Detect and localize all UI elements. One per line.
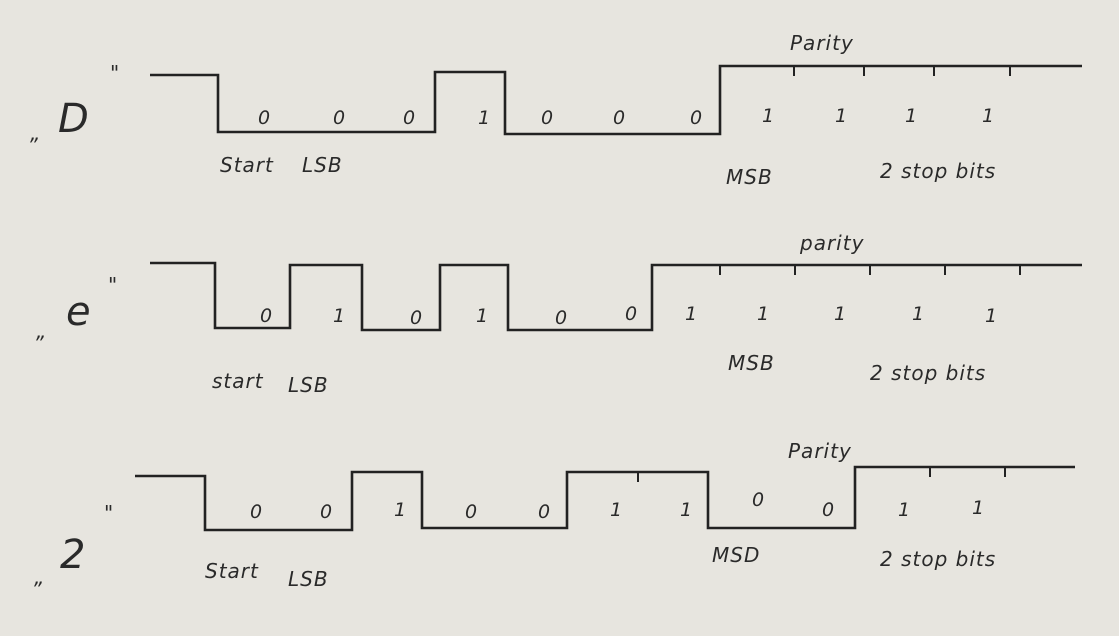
row-e-lsb-label: LSB bbox=[288, 373, 329, 397]
row-d-bit-4: 0 bbox=[541, 107, 553, 129]
row-e-name: e bbox=[66, 289, 91, 335]
row-2-msb-label: MSD bbox=[712, 543, 760, 567]
row-2-bit-4: 0 bbox=[538, 501, 550, 523]
row-e-parity-label: parity bbox=[799, 231, 865, 255]
row-2-bit-8: 0 bbox=[822, 499, 834, 521]
row-e-close-quote: " bbox=[108, 273, 117, 297]
row-e-bit-0: 0 bbox=[260, 305, 272, 327]
row-2-bit-2: 1 bbox=[394, 499, 406, 521]
row-2-open-quote: „ bbox=[34, 565, 44, 589]
row-d-bit-8: 1 bbox=[835, 105, 847, 127]
row-e-start-label: start bbox=[212, 369, 264, 393]
row-2-waveform bbox=[135, 465, 1075, 532]
row-d-bit-7: 1 bbox=[762, 105, 774, 127]
row-d-lsb-label: LSB bbox=[302, 153, 343, 177]
row-2-bit-6: 1 bbox=[680, 499, 692, 521]
row-d-bit-0: 0 bbox=[258, 107, 270, 129]
row-d-parity-label: Parity bbox=[790, 31, 854, 55]
row-d-bit-10: 1 bbox=[982, 105, 994, 127]
row-2-bit-0: 0 bbox=[250, 501, 262, 523]
row-d-bit-6: 0 bbox=[690, 107, 702, 129]
row-e-open-quote: „ bbox=[36, 319, 46, 343]
row-2-bit-1: 0 bbox=[320, 501, 332, 523]
row-2-bit-7: 0 bbox=[752, 489, 764, 511]
row-e-stop-label: 2 stop bits bbox=[870, 361, 986, 385]
row-d-bit-9: 1 bbox=[905, 105, 917, 127]
row-d-name: D bbox=[58, 96, 89, 142]
row-d-close-quote: " bbox=[110, 61, 119, 85]
row-2-name: 2 bbox=[60, 532, 85, 578]
row-2-bit-5: 1 bbox=[610, 499, 622, 521]
row-d-bit-3: 1 bbox=[478, 107, 490, 129]
row-d-stop-label: 2 stop bits bbox=[880, 159, 996, 183]
row-e-waveform bbox=[150, 261, 1082, 332]
row-e-bit-9: 1 bbox=[912, 303, 924, 325]
row-d-waveform bbox=[150, 64, 1082, 136]
row-e-bit-6: 1 bbox=[685, 303, 697, 325]
row-d-start-label: Start bbox=[220, 153, 274, 177]
row-e-bit-3: 1 bbox=[476, 305, 488, 327]
row-2-lsb-label: LSB bbox=[288, 567, 329, 591]
row-e-bit-2: 0 bbox=[410, 307, 422, 329]
row-d-msb-label: MSB bbox=[726, 165, 773, 189]
row-2-parity-label: Parity bbox=[788, 439, 852, 463]
row-e-bit-8: 1 bbox=[834, 303, 846, 325]
row-e-bit-1: 1 bbox=[333, 305, 345, 327]
row-d-bit-2: 0 bbox=[403, 107, 415, 129]
row-d: „ D " 0 0 0 1 0 0 0 1 1 1 1 Start LSB MS… bbox=[30, 31, 1082, 189]
row-2: „ 2 " 0 0 1 0 0 1 1 0 0 1 1 Start LSB MS… bbox=[34, 439, 1075, 591]
row-2-stop-label: 2 stop bits bbox=[880, 547, 996, 571]
row-2-start-label: Start bbox=[205, 559, 259, 583]
row-e-bit-10: 1 bbox=[985, 305, 997, 327]
row-e-bit-7: 1 bbox=[757, 303, 769, 325]
row-d-open-quote: „ bbox=[30, 121, 40, 145]
row-e-msb-label: MSB bbox=[728, 351, 775, 375]
row-e: „ e " 0 1 0 1 0 0 1 1 1 1 1 start LSB MS… bbox=[36, 231, 1082, 397]
row-2-bit-10: 1 bbox=[972, 497, 984, 519]
row-2-bit-3: 0 bbox=[465, 501, 477, 523]
row-2-bit-9: 1 bbox=[898, 499, 910, 521]
row-d-bit-1: 0 bbox=[333, 107, 345, 129]
row-2-close-quote: " bbox=[104, 501, 113, 525]
row-e-bit-5: 0 bbox=[625, 303, 637, 325]
row-e-bit-4: 0 bbox=[555, 307, 567, 329]
row-d-bit-5: 0 bbox=[613, 107, 625, 129]
